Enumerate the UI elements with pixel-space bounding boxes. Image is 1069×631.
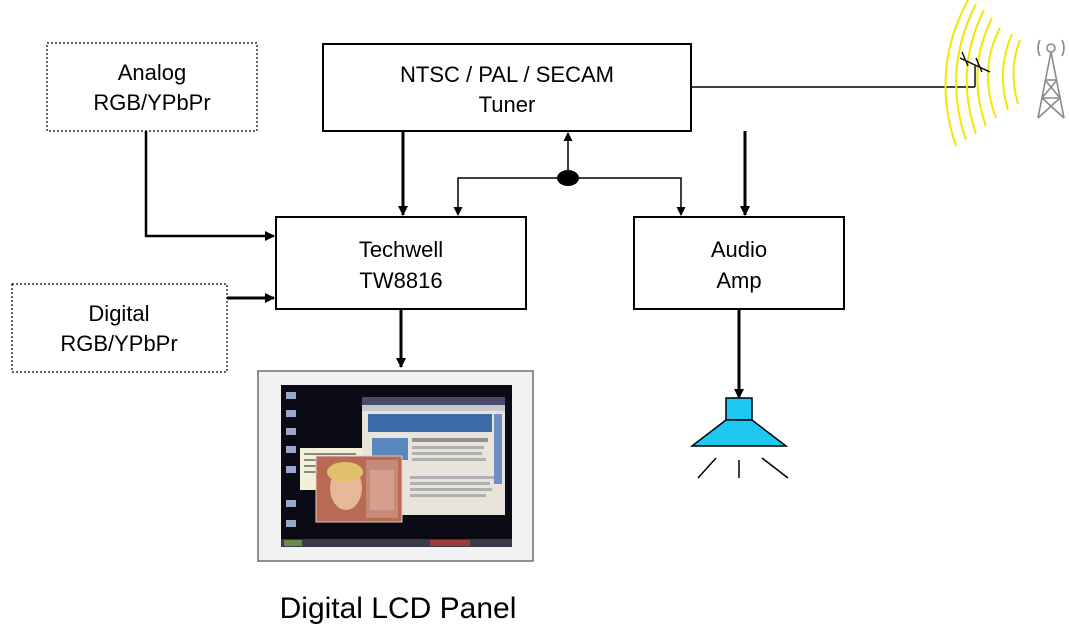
techwell-label-line2: TW8816 <box>359 268 442 293</box>
tuner-block: NTSC / PAL / SECAM Tuner <box>322 43 692 132</box>
tuner-label-line1: NTSC / PAL / SECAM <box>400 62 614 87</box>
bus-junction-dot <box>557 170 579 186</box>
audio-label-line1: Audio <box>711 237 767 262</box>
techwell-block: Techwell TW8816 <box>275 216 527 310</box>
broadcast-tower-icon <box>944 0 1065 147</box>
techwell-label-line1: Techwell <box>359 237 443 262</box>
analog-to-techwell-arrow <box>144 131 275 241</box>
analog-input-block: Analog RGB/YPbPr <box>46 42 258 132</box>
digital-label-line1: Digital <box>88 301 149 326</box>
speaker-icon <box>689 397 789 479</box>
analog-label-line1: Analog <box>118 60 187 85</box>
digital-input-block: Digital RGB/YPbPr <box>11 283 228 373</box>
tuner-label-line2: Tuner <box>479 92 536 117</box>
digital-label-line2: RGB/YPbPr <box>60 331 177 356</box>
audio-amp-block: Audio Amp <box>633 216 845 310</box>
control-bus <box>453 132 686 216</box>
lcd-screenshot-image <box>257 370 534 562</box>
analog-label-line2: RGB/YPbPr <box>93 90 210 115</box>
audio-label-line2: Amp <box>716 268 761 293</box>
panel-caption: Digital LCD Panel <box>280 592 517 625</box>
